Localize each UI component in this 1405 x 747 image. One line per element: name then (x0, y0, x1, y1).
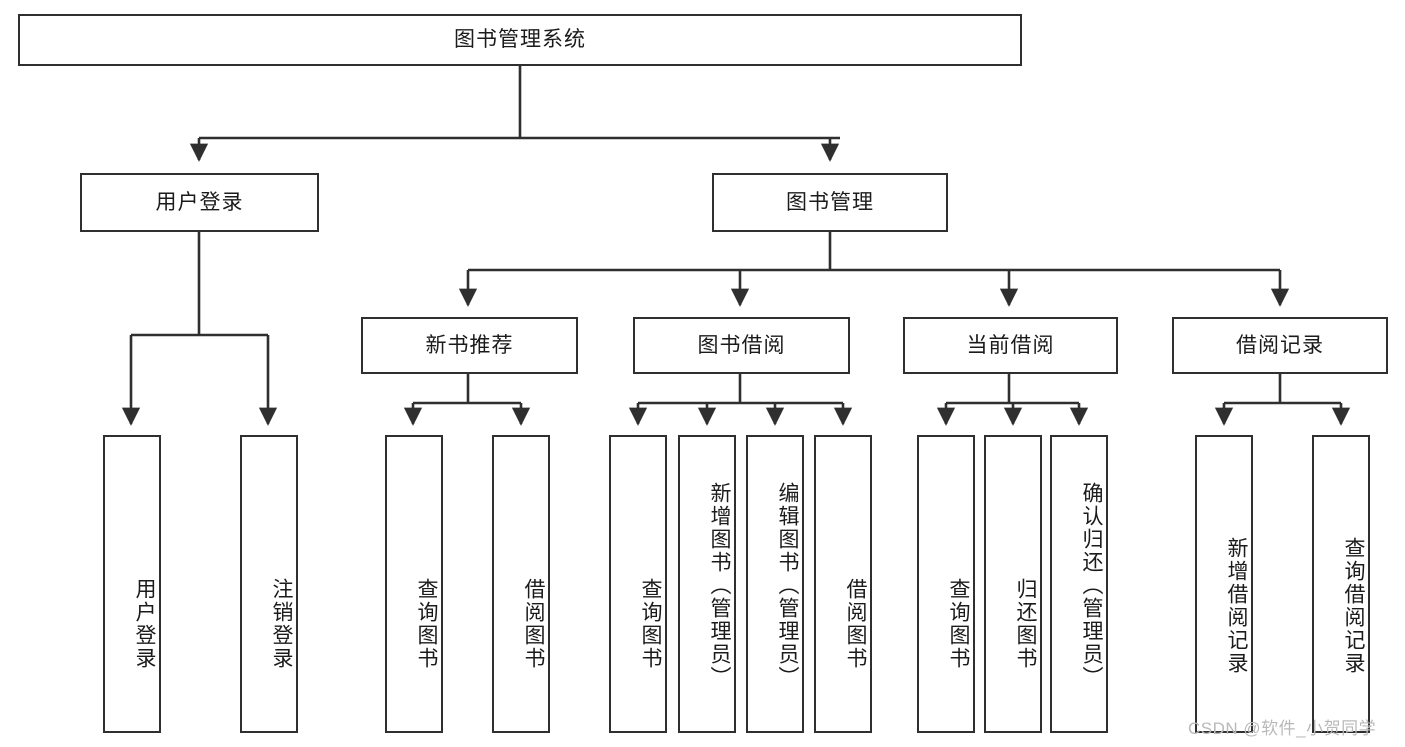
leaf-record-query-borrow-record[interactable]: 查询借阅记录 (1312, 435, 1370, 733)
node-borrow-record[interactable]: 借阅记录 (1172, 317, 1388, 374)
node-label: 新增图书（管理员） (708, 481, 731, 689)
node-label: 新书推荐 (425, 333, 514, 357)
node-label: 用户登录 (133, 578, 156, 670)
node-label: 查询图书 (415, 578, 438, 670)
node-label: 确认归还（管理员） (1080, 481, 1103, 689)
leaf-current-return-book[interactable]: 归还图书 (984, 435, 1042, 733)
node-label: 新增借阅记录 (1225, 537, 1248, 675)
node-label: 用户登录 (155, 190, 244, 214)
node-label: 图书管理 (786, 190, 874, 214)
leaf-user-login-logout[interactable]: 注销登录 (240, 435, 298, 733)
leaf-borrow-query-book[interactable]: 查询图书 (609, 435, 667, 733)
node-label: 图书管理系统 (454, 28, 586, 52)
csdn-watermark: CSDN @软件_小贺同学 (1188, 719, 1377, 738)
node-book-management[interactable]: 图书管理 (712, 173, 948, 232)
node-label: 归还图书 (1014, 578, 1037, 670)
node-user-login[interactable]: 用户登录 (80, 173, 319, 232)
node-label: 编辑图书（管理员） (776, 481, 799, 689)
node-book-borrow[interactable]: 图书借阅 (633, 317, 850, 374)
leaf-current-confirm-return-admin[interactable]: 确认归还（管理员） (1050, 435, 1108, 733)
node-label: 图书借阅 (697, 333, 786, 357)
leaf-borrow-borrow-book[interactable]: 借阅图书 (814, 435, 872, 733)
leaf-user-login-login[interactable]: 用户登录 (103, 435, 161, 733)
node-root-library-system[interactable]: 图书管理系统 (18, 14, 1022, 66)
node-label: 借阅记录 (1236, 333, 1324, 357)
leaf-borrow-add-book-admin[interactable]: 新增图书（管理员） (678, 435, 736, 733)
leaf-new-book-query[interactable]: 查询图书 (385, 435, 443, 733)
node-current-borrow[interactable]: 当前借阅 (903, 317, 1118, 374)
node-new-book-recommend[interactable]: 新书推荐 (361, 317, 578, 374)
leaf-current-query-book[interactable]: 查询图书 (917, 435, 975, 733)
node-label: 当前借阅 (966, 333, 1055, 357)
node-label: 注销登录 (270, 578, 293, 670)
node-label: 查询图书 (947, 578, 970, 670)
node-label: 借阅图书 (522, 578, 545, 670)
leaf-record-add-borrow-record[interactable]: 新增借阅记录 (1195, 435, 1253, 733)
node-label: 查询图书 (639, 578, 662, 670)
leaf-new-book-borrow[interactable]: 借阅图书 (492, 435, 550, 733)
leaf-borrow-edit-book-admin[interactable]: 编辑图书（管理员） (746, 435, 804, 733)
node-label: 借阅图书 (844, 578, 867, 670)
node-label: 查询借阅记录 (1342, 537, 1365, 675)
